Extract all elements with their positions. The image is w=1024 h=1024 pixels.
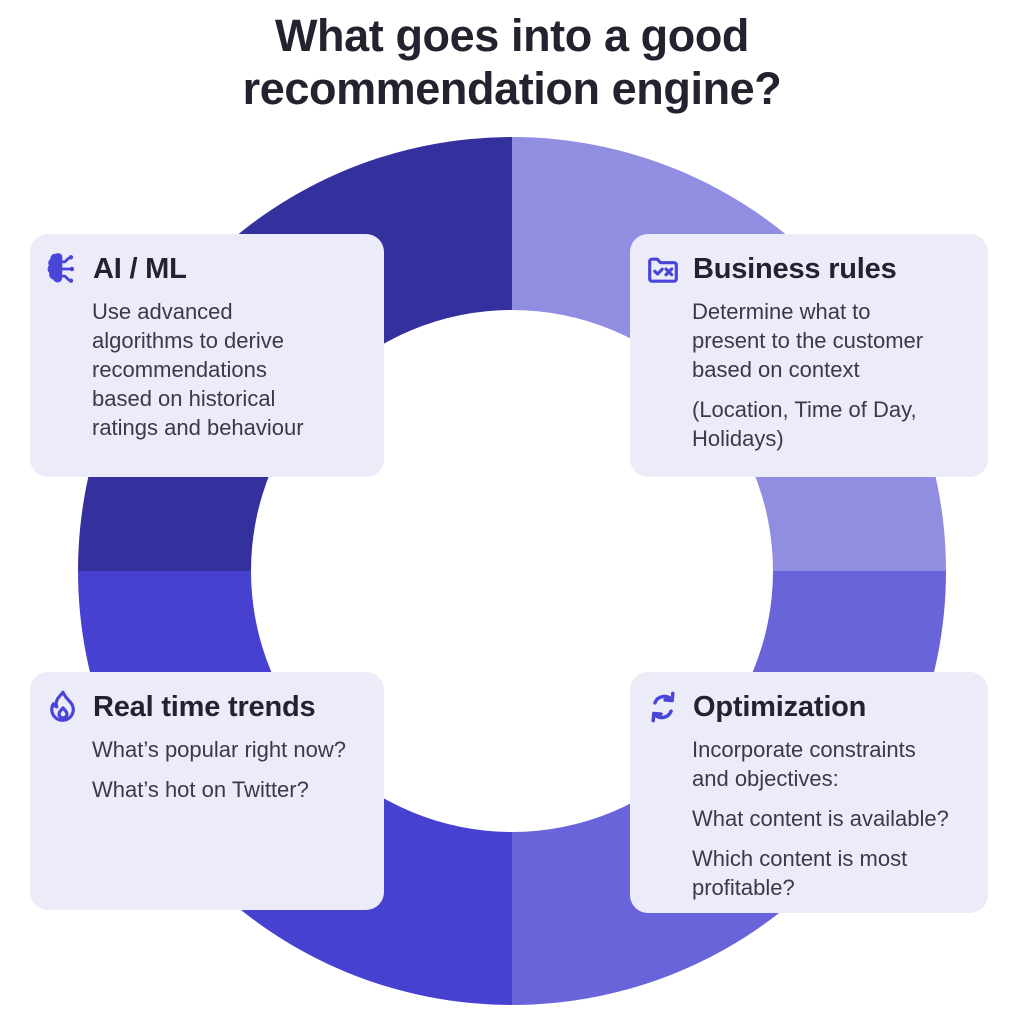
card-real-time-trends-header: Real time trends: [44, 688, 368, 726]
card-paragraph: (Location, Time of Day, Holidays): [692, 397, 917, 452]
card-ai-ml-body: Use advanced algorithms to derive recomm…: [92, 297, 368, 442]
card-optimization: Optimization Incorporate constraints and…: [630, 672, 988, 913]
card-optimization-header: Optimization: [644, 688, 972, 726]
card-real-time-trends-body: What’s popular right now? What’s hot on …: [92, 735, 368, 804]
card-business-rules-body: Determine what to present to the custome…: [692, 297, 972, 453]
card-optimization-title: Optimization: [693, 690, 867, 723]
card-business-rules-header: Business rules: [644, 250, 972, 288]
card-paragraph: Use advanced algorithms to derive recomm…: [92, 299, 304, 441]
card-paragraph: What’s hot on Twitter?: [92, 777, 309, 803]
card-ai-ml-title: AI / ML: [93, 252, 187, 285]
card-paragraph: What’s popular right now?: [92, 737, 346, 762]
folder-rules-icon: [644, 250, 682, 288]
page-title: What goes into a good recommendation eng…: [242, 10, 782, 114]
card-real-time-trends: Real time trends What’s popular right no…: [30, 672, 384, 910]
sync-icon: [644, 688, 682, 726]
card-business-rules-title: Business rules: [693, 252, 897, 285]
card-ai-ml-header: AI / ML: [44, 250, 368, 288]
card-paragraph: What content is available?: [692, 806, 949, 832]
flame-icon: [44, 688, 82, 726]
brain-circuit-icon: [44, 250, 82, 288]
card-real-time-trends-title: Real time trends: [93, 690, 316, 723]
card-ai-ml: AI / ML Use advanced algorithms to deriv…: [30, 234, 384, 477]
card-paragraph: Determine what to present to the custome…: [692, 299, 924, 383]
card-business-rules: Business rules Determine what to present…: [630, 234, 988, 477]
card-optimization-body: Incorporate constraints and objectives: …: [692, 735, 972, 902]
card-paragraph: Incorporate constraints and objectives:: [692, 737, 916, 792]
card-paragraph: Which content is most profitable?: [692, 846, 908, 901]
